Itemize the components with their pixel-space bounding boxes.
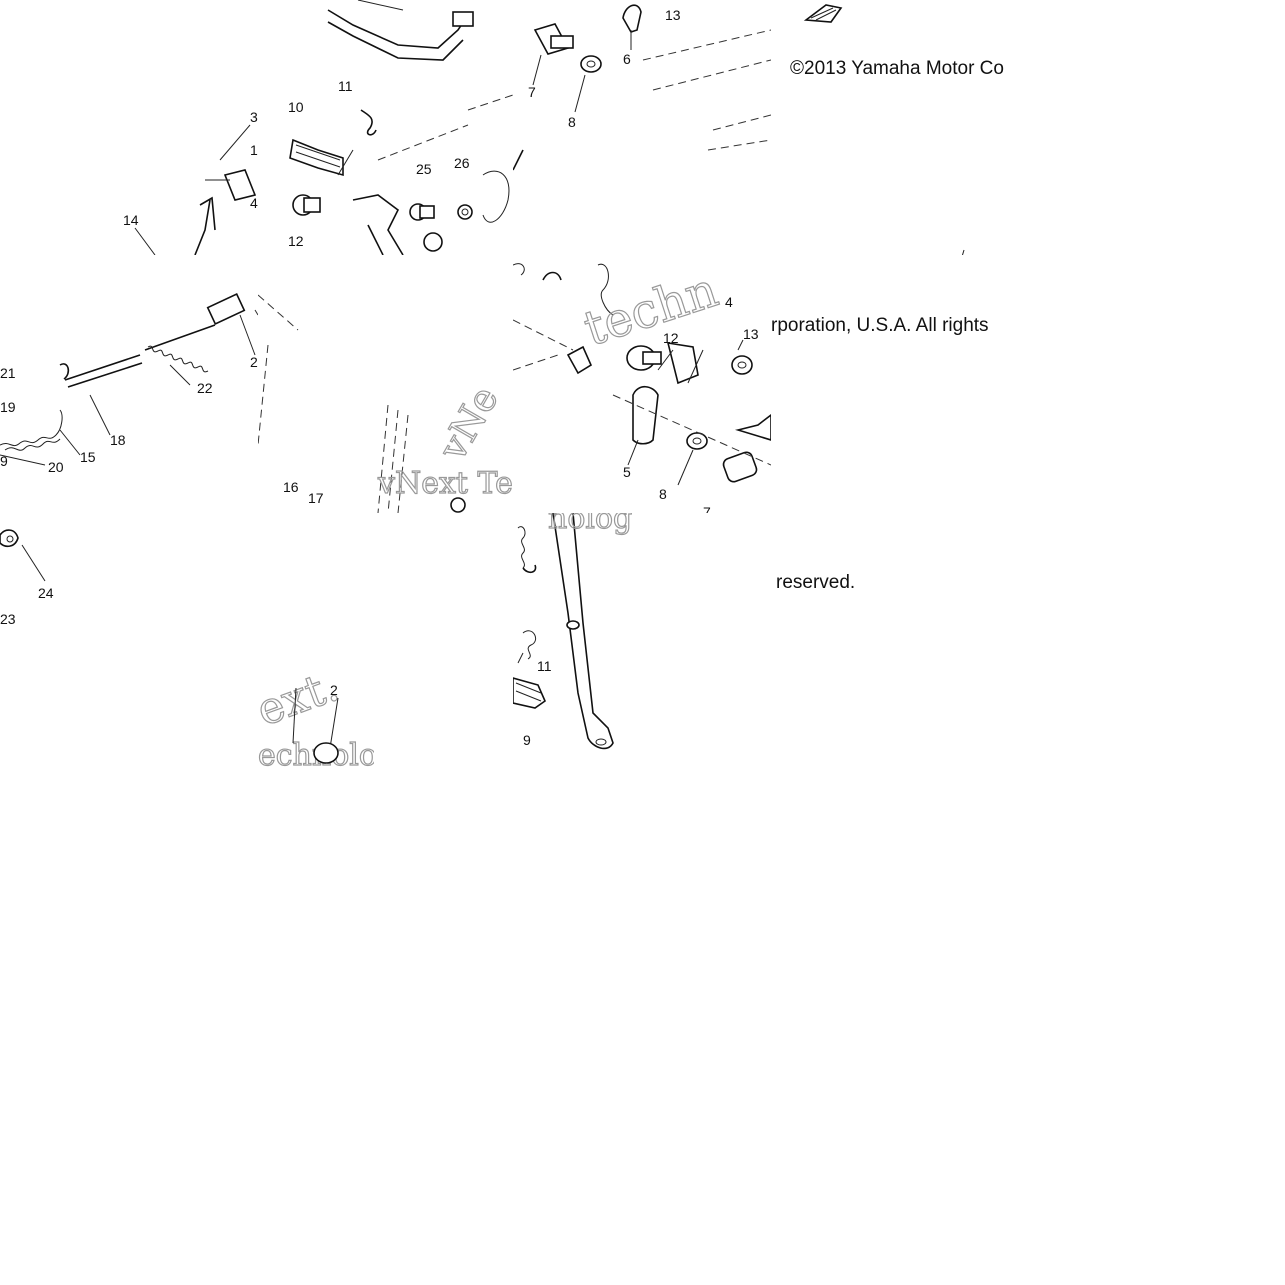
callout-8: 8 [659,486,667,502]
callout-11: 11 [537,658,552,674]
diagram-tile-bottom-center: ext. echnolog 2 [258,513,374,771]
callout-6: 6 [623,51,631,67]
diagram-tile-brake-pedal: 11 10 25 26 12 [258,0,513,255]
copyright-line-1: ©2013 Yamaha Motor Co [790,58,1004,79]
diagram-tile-kickstand: nolog 11 9 [513,513,771,771]
copyright-line-3: reserved. [776,572,856,593]
callout-9: 9 [0,453,8,469]
callout-8: 8 [568,114,576,130]
callout-3: 3 [250,109,258,125]
copyright-line-2: rporation, U.S.A. All rights [771,315,989,336]
diagram-tile-spring-rod: 21 19 15 18 22 20 9 2 [0,255,258,513]
callout-12: 12 [663,330,679,346]
callout-11: 11 [338,78,353,94]
callout-10: 10 [288,99,304,115]
callout-20: 20 [48,459,64,475]
watermark-text: ext. [258,660,345,736]
callout-19: 19 [0,399,16,415]
callout-13: 13 [743,326,759,342]
diagram-tile-top-right [771,0,1029,255]
callout-7: 7 [703,504,711,513]
callout-16: 16 [283,479,299,495]
callout-26: 26 [454,155,470,171]
diagram-tile-shift-lever: techn 4 12 13 5 8 7 [513,255,771,513]
callout-22: 22 [197,380,213,396]
watermark-text: techn [577,262,724,357]
callout-2: 2 [250,354,258,370]
callout-13: 13 [665,7,681,23]
callout-15: 15 [80,449,96,465]
diagram-tile-bottom-left: 24 23 [0,513,258,771]
callout-5: 5 [623,464,631,480]
callout-14: 14 [123,212,139,228]
diagram-tile-frame-center: vNext Te vNe 16 17 [258,255,513,513]
callout-12: 12 [288,233,304,249]
callout-18: 18 [110,432,126,448]
diagram-tile-top-left: 3 1 4 14 [0,0,258,255]
callout-4: 4 [250,195,258,211]
callout-21: 21 [0,365,16,381]
diagram-tile-shift-linkage: 13 6 7 8 [513,0,771,255]
callout-25: 25 [416,161,432,177]
callout-4: 4 [725,294,733,310]
watermark-text: vNe [430,379,507,469]
callout-2: 2 [330,682,338,698]
callout-24: 24 [38,585,54,601]
callout-23: 23 [0,611,16,627]
callout-1: 1 [250,142,258,158]
callout-9: 9 [523,732,531,748]
callout-7: 7 [528,84,536,100]
watermark-text: nolog [548,513,632,536]
watermark-text: vNext Te [377,466,513,501]
callout-17: 17 [308,490,324,506]
